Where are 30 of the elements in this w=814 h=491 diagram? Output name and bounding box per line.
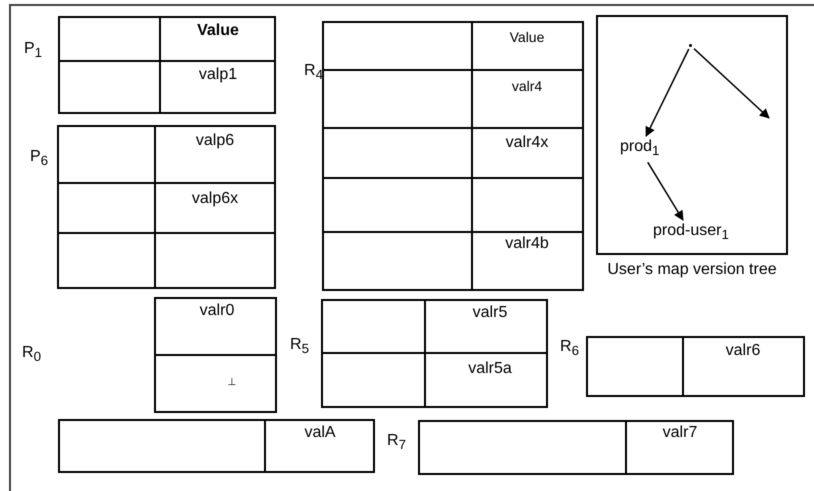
cell-value: valr4x xyxy=(506,134,548,152)
table-name: P$_{1}$ xyxy=(24,40,42,62)
table-name: R$_{7}$ xyxy=(387,432,406,454)
arrow xyxy=(645,48,690,137)
arrow xyxy=(647,162,684,221)
cell-value: valA xyxy=(304,424,336,442)
table-name: R$_{5}$ xyxy=(290,336,309,358)
tree-root-point xyxy=(689,44,692,47)
cell-value: valp1 xyxy=(198,66,238,84)
table-name: P$_{6}$ xyxy=(30,148,48,170)
cell-value: ⊥ xyxy=(228,376,236,390)
cell-value: valr5a xyxy=(468,360,512,378)
tree-node-label: prod-user$_{1}$ xyxy=(653,222,729,244)
tree-node-label: prod$_{1}$ xyxy=(620,138,660,160)
cell-value: Value xyxy=(510,28,544,46)
node-label: User’s map version tree xyxy=(606,261,778,279)
cell-value: valp6 xyxy=(196,132,234,150)
cell-value: Value xyxy=(197,22,239,40)
cell-value: valr6 xyxy=(726,342,760,360)
tree-frame xyxy=(596,15,788,255)
table-name: R$_{6}$ xyxy=(560,338,579,360)
table-name: R$_{0}$ xyxy=(22,344,41,366)
cell-value: valr4b xyxy=(505,235,549,253)
table-name: R$_{4}$ xyxy=(304,62,323,84)
cell-value: valr4 xyxy=(512,77,542,95)
cell-value: valr5 xyxy=(472,304,508,322)
cell-value: valr7 xyxy=(662,424,698,442)
cell-value: valp6x xyxy=(192,190,238,208)
arrow xyxy=(694,48,770,119)
cell-value: valr0 xyxy=(200,302,234,320)
